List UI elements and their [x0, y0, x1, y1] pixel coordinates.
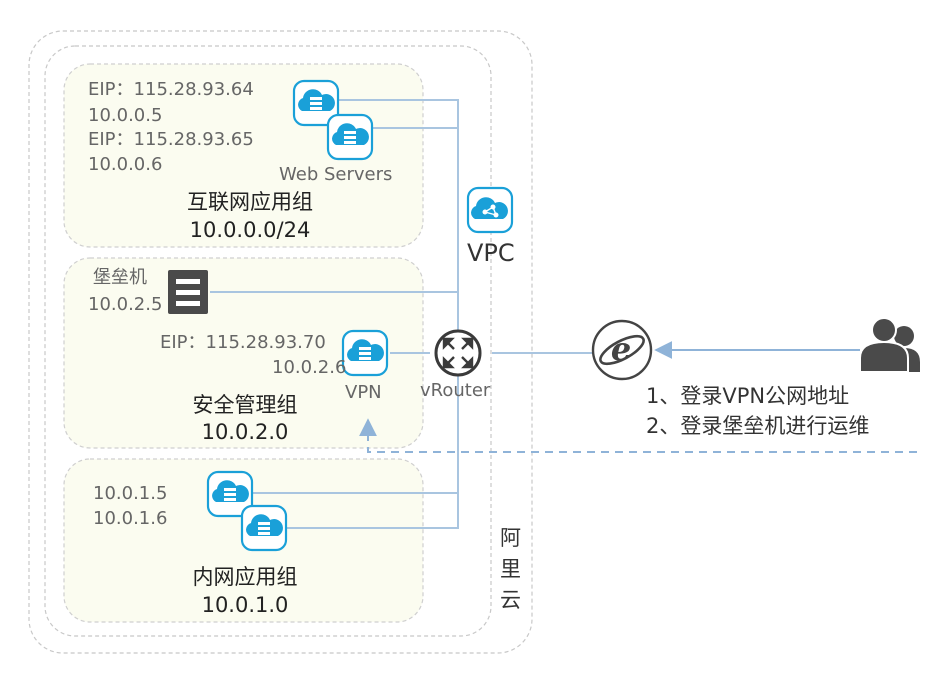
vpn-login-arrow [359, 418, 917, 453]
intranet-ip-1: 10.0.1.5 [93, 483, 168, 504]
cloud-label-2: 里 [500, 557, 521, 581]
vrouter-label: vRouter [420, 380, 491, 401]
browser-e-icon: e [591, 319, 653, 381]
vpn-ip: 10.0.2.6 [272, 357, 347, 378]
vpn-server-icon [341, 329, 389, 377]
vpc-label: VPC [467, 239, 515, 267]
security-group-cidr: 10.0.2.0 [201, 420, 289, 444]
web-ip-1: 10.0.0.5 [88, 105, 163, 126]
web-eip-1: EIP：115.28.93.64 [88, 79, 254, 100]
vpc-boundary [44, 45, 492, 637]
cloud-label-1: 阿 [500, 526, 521, 550]
web-servers-label: Web Servers [279, 164, 393, 185]
network-links [210, 99, 594, 529]
bastion-label: 堡垒机 [93, 267, 147, 288]
internet-group-cidr: 10.0.0.0/24 [189, 218, 311, 242]
vpn-label: VPN [345, 382, 382, 403]
bastion-server-icon [168, 270, 208, 314]
web-eip-2: EIP：115.28.93.65 [88, 129, 254, 150]
security-group-title: 安全管理组 [192, 393, 298, 417]
vrouter-icon [434, 329, 482, 377]
vpc-icon [466, 186, 514, 234]
bastion-ip: 10.0.2.5 [88, 294, 163, 315]
aliyun-boundary [28, 30, 533, 654]
web-ip-2: 10.0.0.6 [88, 154, 163, 175]
intranet-server-2-icon [240, 504, 288, 552]
step-2: 2、登录堡垒机进行运维 [646, 414, 870, 438]
step-1: 1、登录VPN公网地址 [646, 384, 850, 408]
intranet-ip-2: 10.0.1.6 [93, 508, 168, 529]
intranet-group-cidr: 10.0.1.0 [201, 593, 289, 617]
users-icon [859, 317, 920, 373]
intranet-group-title: 内网应用组 [192, 565, 298, 589]
svg-text:e: e [611, 330, 631, 368]
web-server-2-icon [326, 113, 374, 161]
cloud-label-3: 云 [500, 588, 521, 612]
vpn-eip: EIP：115.28.93.70 [160, 332, 326, 353]
internet-group-title: 互联网应用组 [187, 190, 313, 214]
